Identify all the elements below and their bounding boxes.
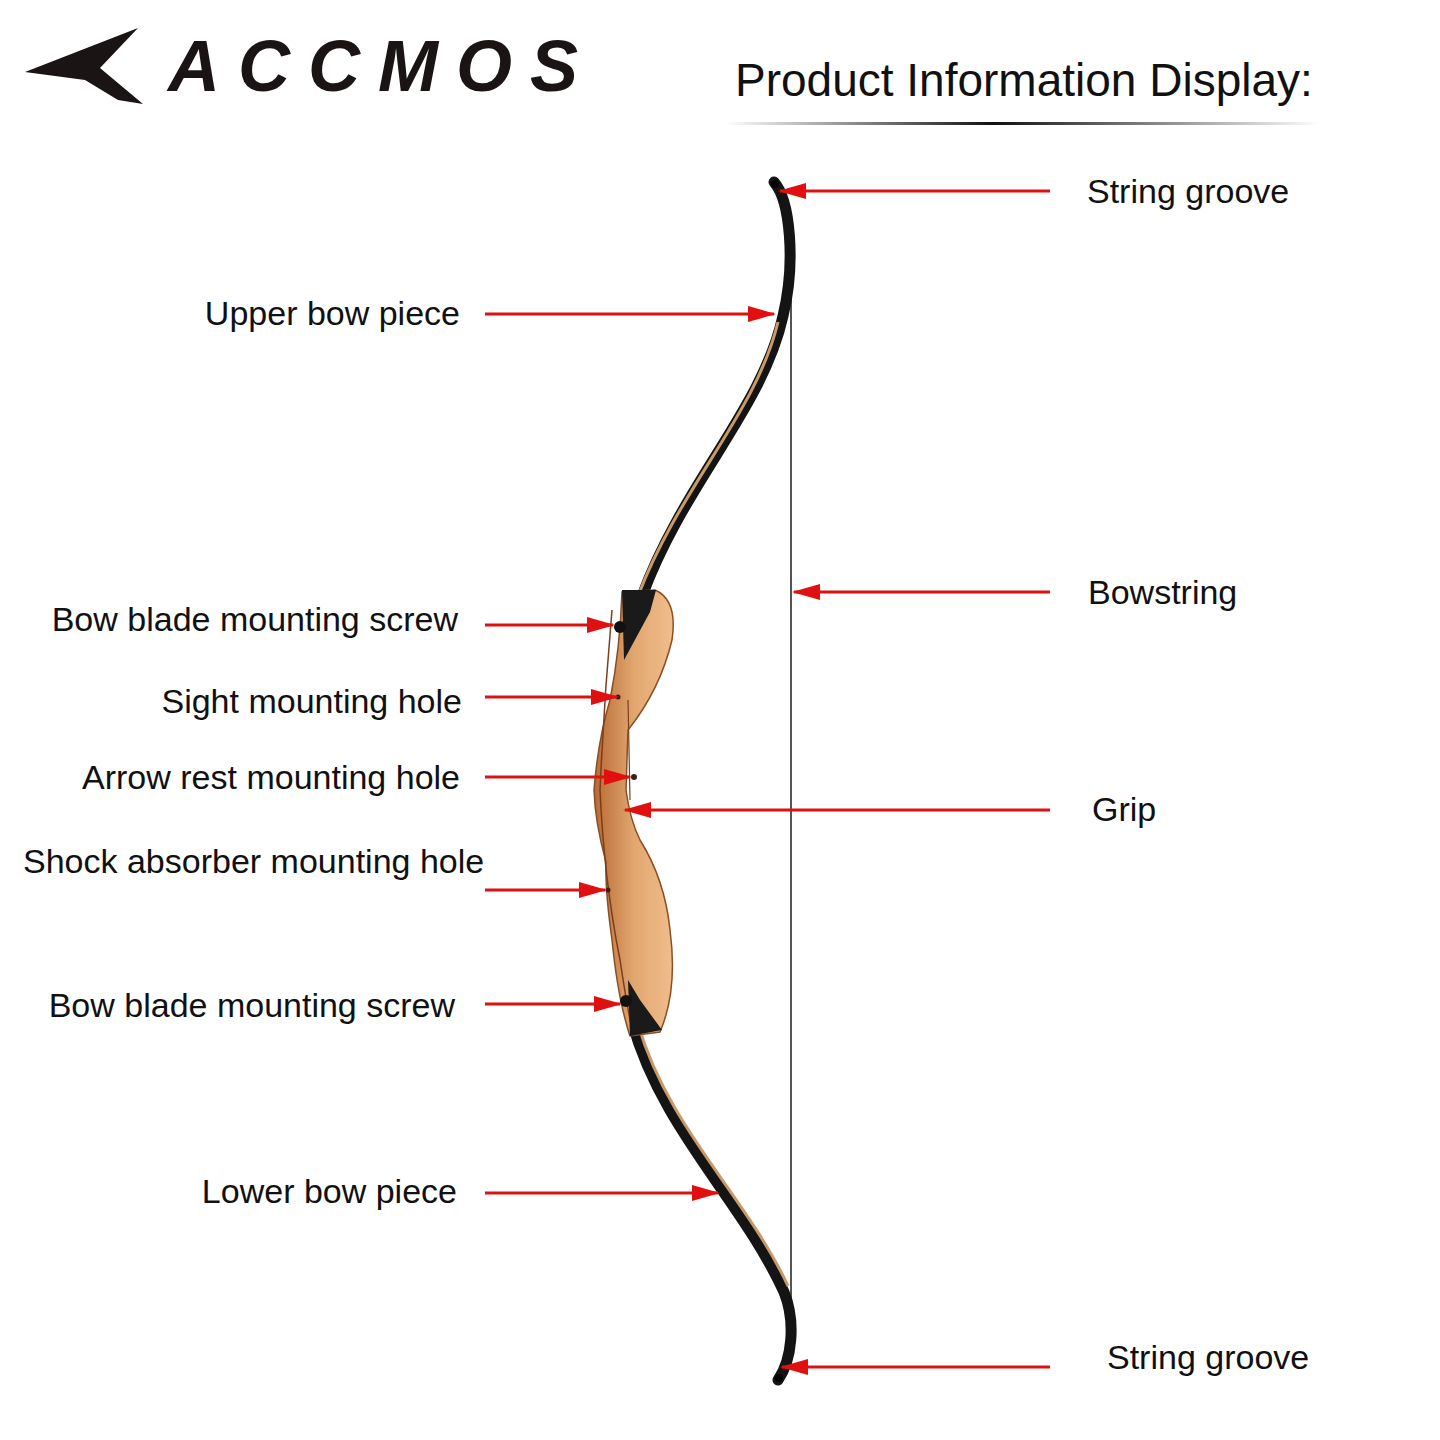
limb-pocket [622, 590, 656, 660]
brand-logo: ACCMOS [168, 30, 596, 102]
upper-limb-edge [638, 322, 778, 596]
riser-laminate [628, 700, 630, 800]
leader-arrow [485, 313, 774, 316]
part-label: Bow blade mounting screw [49, 985, 455, 1025]
part-label: Bowstring [1088, 572, 1237, 612]
stabilizer-hole [606, 888, 611, 893]
mounting-screw [620, 995, 632, 1007]
logo-mark [25, 28, 143, 104]
riser [594, 590, 673, 1036]
leader-arrow [485, 624, 613, 627]
part-label: Arrow rest mounting hole [82, 757, 460, 797]
page-title: Product Information Display: [735, 52, 1313, 108]
lower-limb-edge [638, 1024, 788, 1286]
title-rule [725, 122, 1320, 125]
part-label: String groove [1107, 1337, 1309, 1377]
leader-arrow [485, 1192, 718, 1195]
leader-arrow [782, 1366, 1050, 1369]
riser-laminate [600, 610, 632, 1030]
upper-limb [642, 182, 790, 596]
part-label: String groove [1087, 171, 1289, 211]
mounting-screw [614, 621, 626, 633]
leader-arrow [625, 809, 1050, 812]
part-label: Shock absorber mounting hole [23, 841, 484, 881]
leader-arrow [485, 696, 617, 699]
leader-arrow [780, 190, 1050, 193]
rest-hole [631, 774, 637, 780]
part-label: Bow blade mounting screw [52, 599, 458, 639]
lower-limb [632, 1022, 791, 1380]
part-label: Lower bow piece [202, 1171, 457, 1211]
leader-arrow [794, 591, 1050, 594]
part-label: Sight mounting hole [161, 681, 462, 721]
bowstring [790, 282, 792, 1300]
part-label: Grip [1092, 789, 1156, 829]
leader-arrows [485, 191, 1050, 1367]
string-groove [771, 180, 779, 188]
leader-arrow [485, 776, 630, 779]
leader-arrow [485, 889, 605, 892]
string-groove [775, 1374, 783, 1382]
leader-arrow [485, 1003, 620, 1006]
limb-pocket [628, 980, 662, 1036]
part-label: Upper bow piece [205, 293, 460, 333]
